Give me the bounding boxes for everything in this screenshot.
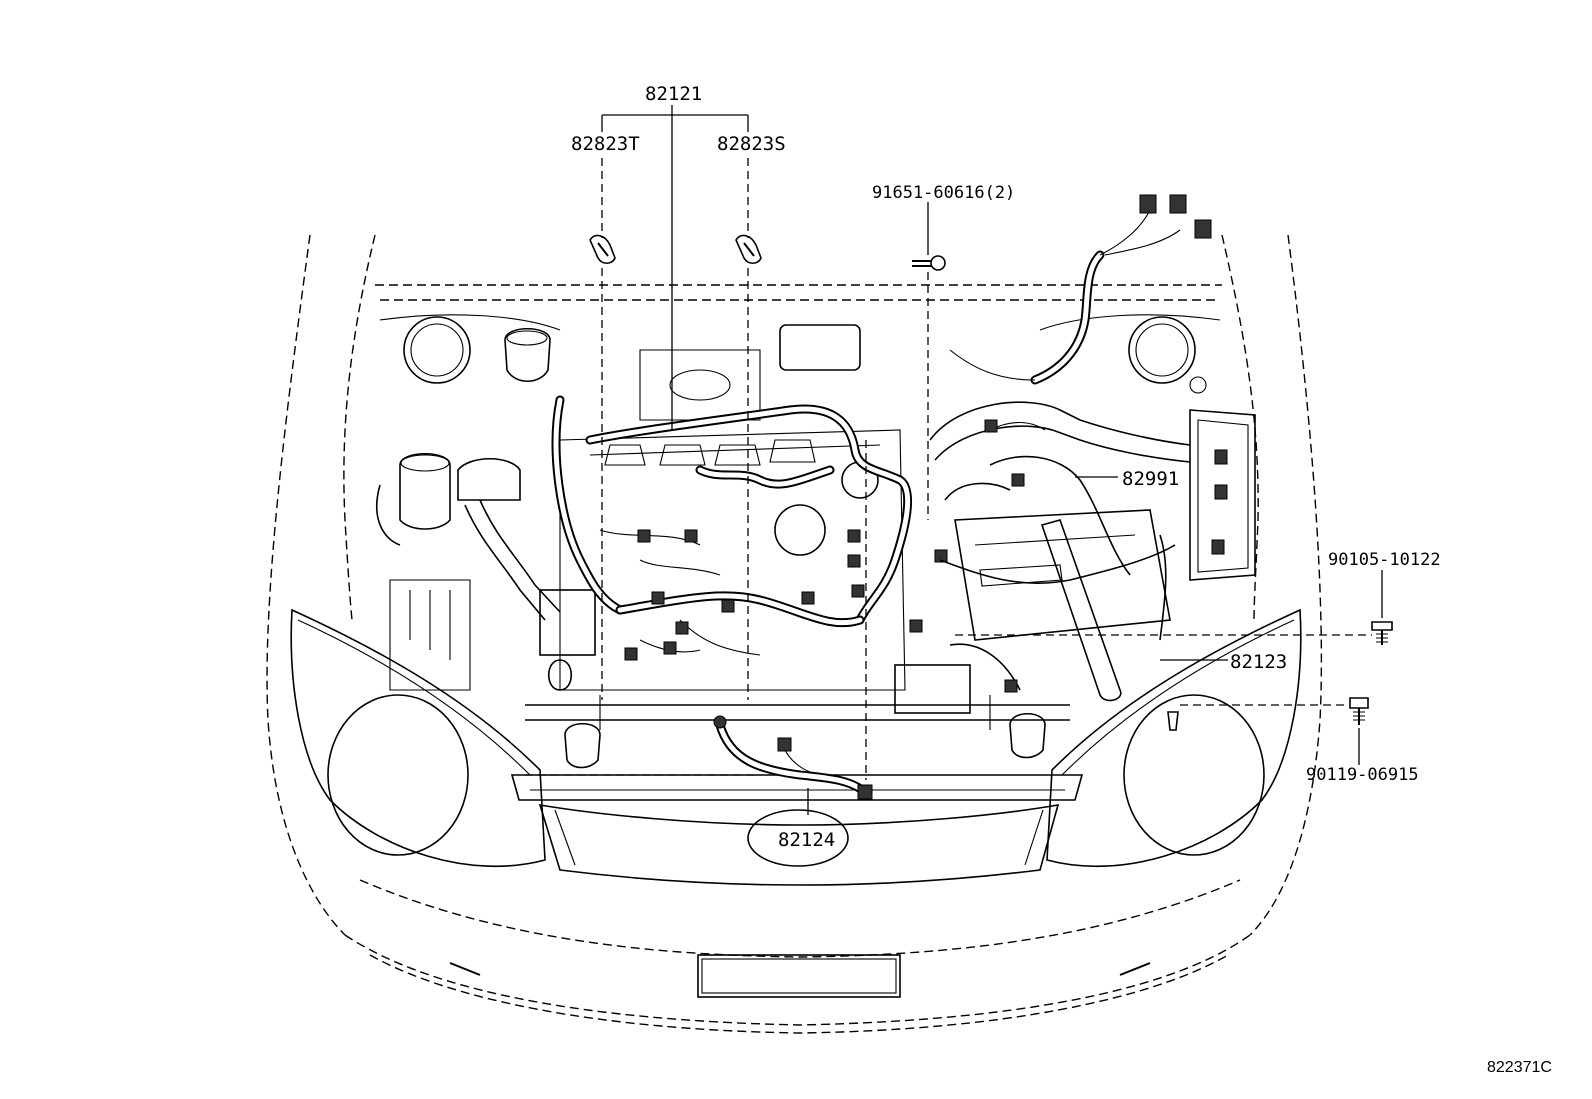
clamp-82823t-icon xyxy=(589,234,616,265)
figure-reference: 822371C xyxy=(1487,1059,1552,1076)
clamp-82823s-icon xyxy=(735,234,762,265)
label-82823s: 82823S xyxy=(717,133,786,155)
label-82121: 82121 xyxy=(645,83,702,105)
label-82991: 82991 xyxy=(1122,468,1179,490)
engine-bay xyxy=(375,314,1256,769)
bolt-90105-icon xyxy=(1371,621,1393,645)
bolt-90119-icon xyxy=(1349,697,1369,725)
clip-91651-icon xyxy=(912,255,946,271)
callout-labels: 82121 82823T 82823S 91651-60616(2) 82991… xyxy=(571,83,1552,1076)
fasteners xyxy=(589,234,1393,731)
bottom-wire-harness xyxy=(713,715,873,800)
car-body-outline xyxy=(266,234,1323,1034)
label-91651-60616: 91651-60616(2) xyxy=(872,183,1015,203)
right-wire-harness xyxy=(939,194,1228,693)
label-82823t: 82823T xyxy=(571,133,640,155)
leader-lines xyxy=(525,105,1383,815)
label-90119-06915: 90119-06915 xyxy=(1306,765,1419,785)
label-90105-10122: 90105-10122 xyxy=(1328,550,1441,570)
headlights-and-grille xyxy=(290,608,1302,886)
label-82124: 82124 xyxy=(778,829,835,851)
label-82123: 82123 xyxy=(1230,651,1287,673)
main-wire-harness xyxy=(551,395,948,661)
